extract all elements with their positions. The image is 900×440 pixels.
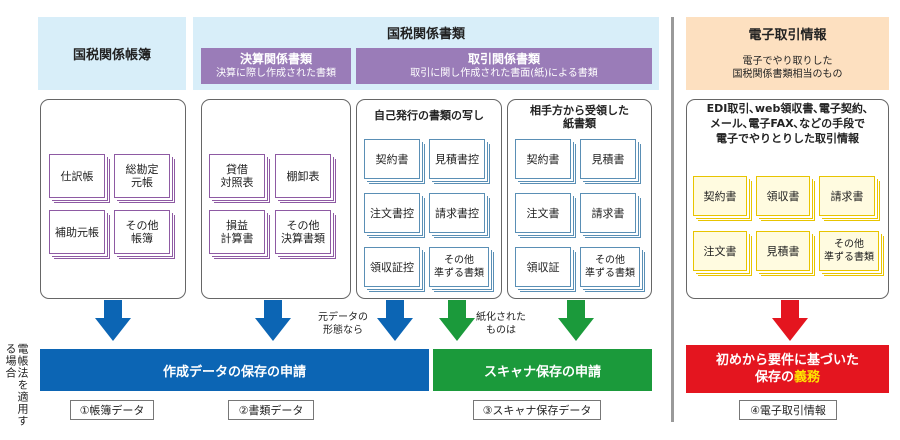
transaction-title: 取引関係書類 xyxy=(467,52,540,66)
scanner-bar-text: スキャナ保存の申請 xyxy=(483,364,601,380)
doc-invoice-received: 請求書 xyxy=(580,193,636,233)
arrow-down-self-issued-original xyxy=(377,300,413,341)
note-digitized: 紙化されたものは xyxy=(476,312,526,336)
doc-sub-ledger: 補助元帳 xyxy=(49,210,105,254)
electronic-header-title: 電子取引情報 xyxy=(748,28,827,43)
mandatory-bar-line1: 初めから要件に基づいた xyxy=(715,353,859,368)
settlement-panel xyxy=(201,99,351,299)
electronic-title-2: メール､電子FAX､などの手段で xyxy=(709,117,866,130)
doc-other-received: その他準ずる書類 xyxy=(580,247,640,287)
doc-order-received: 注文書 xyxy=(515,193,571,233)
ledger-header: 国税関係帳簿 xyxy=(38,17,186,90)
received-title-2: 紙書類 xyxy=(563,117,596,130)
doc-other-copy: その他準ずる書類 xyxy=(429,247,489,287)
arrow-down-received xyxy=(558,300,594,341)
received-title-1: 相手方から受領した xyxy=(530,104,629,117)
doc-invoice-electronic: 請求書 xyxy=(819,176,875,216)
self-issued-title: 自己発行の書類の写し xyxy=(374,109,484,122)
side-label: 電帳法を適用する場合 xyxy=(4,343,29,427)
doc-order-copy: 注文書控 xyxy=(364,193,420,233)
doc-balance-sheet: 貸借対照表 xyxy=(209,154,265,198)
transaction-header: 取引関係書類 取引に関し作成された書面(紙)による書類 xyxy=(356,48,652,84)
creation-data-bar-text: 作成データの保存の申請 xyxy=(162,364,306,380)
scanner-bar: スキャナ保存の申請 xyxy=(433,349,652,391)
electronic-header-sub1: 電子でやり取りした xyxy=(742,56,833,67)
doc-other-settlement: その他決算書類 xyxy=(275,210,331,254)
doc-receipt-electronic: 領収書 xyxy=(756,176,810,216)
arrow-down-electronic xyxy=(772,300,808,341)
label-scanner-data: ③スキャナ保存データ xyxy=(473,400,601,420)
doc-general-ledger: 総勘定元帳 xyxy=(114,154,170,198)
doc-other-electronic: その他準ずる書類 xyxy=(819,231,879,271)
ledger-header-text: 国税関係帳簿 xyxy=(72,48,151,63)
settlement-header: 決算関係書類 決算に際し作成された書類 xyxy=(201,48,351,84)
doc-invoice-copy: 請求書控 xyxy=(429,193,485,233)
doc-contract-electronic: 契約書 xyxy=(693,176,747,216)
electronic-header: 電子取引情報 電子でやり取りした 国税関係書類相当のもの xyxy=(686,17,889,90)
settlement-sub: 決算に際し作成された書類 xyxy=(216,68,336,79)
creation-data-bar: 作成データの保存の申請 xyxy=(40,349,429,391)
doc-other-books: その他帳簿 xyxy=(114,210,170,254)
doc-receipt-copy: 領収証控 xyxy=(364,247,420,287)
doc-contract-copy: 契約書 xyxy=(364,139,420,179)
electronic-title-1: EDI取引､web領収書､電子契約､ xyxy=(706,102,869,115)
section-divider xyxy=(671,17,674,422)
doc-contract-received: 契約書 xyxy=(515,139,571,179)
mandatory-bar: 初めから要件に基づいた 保存の義務 xyxy=(686,345,889,393)
doc-income-statement: 損益計算書 xyxy=(209,210,265,254)
doc-inventory: 棚卸表 xyxy=(275,154,331,198)
documents-header-text: 国税関係書類 xyxy=(386,27,465,42)
label-document-data: ②書類データ xyxy=(228,400,314,420)
mandatory-bar-line2: 保存の義務 xyxy=(754,370,821,385)
mandatory-emphasis: 義務 xyxy=(794,370,821,385)
arrow-down-settlement xyxy=(255,300,291,341)
doc-journal: 仕訳帳 xyxy=(49,154,105,198)
doc-estimate-received: 見積書 xyxy=(580,139,636,179)
ledger-panel xyxy=(40,99,186,299)
doc-estimate-electronic: 見積書 xyxy=(756,231,810,271)
arrow-down-ledger xyxy=(95,300,131,341)
transaction-sub: 取引に関し作成された書面(紙)による書類 xyxy=(410,68,598,79)
settlement-title: 決算関係書類 xyxy=(239,52,312,66)
arrow-down-self-issued-paper xyxy=(439,300,475,341)
doc-receipt-received: 領収証 xyxy=(515,247,571,287)
label-ledger-data: ①帳簿データ xyxy=(70,400,154,420)
doc-estimate-copy: 見積書控 xyxy=(429,139,485,179)
label-electronic-data: ④電子取引情報 xyxy=(739,400,837,420)
note-original-data: 元データの形態なら xyxy=(318,312,368,336)
doc-order-electronic: 注文書 xyxy=(693,231,747,271)
electronic-header-sub2: 国税関係書類相当のもの xyxy=(732,69,843,80)
electronic-title-3: 電子でやりとりした取引情報 xyxy=(716,132,859,145)
